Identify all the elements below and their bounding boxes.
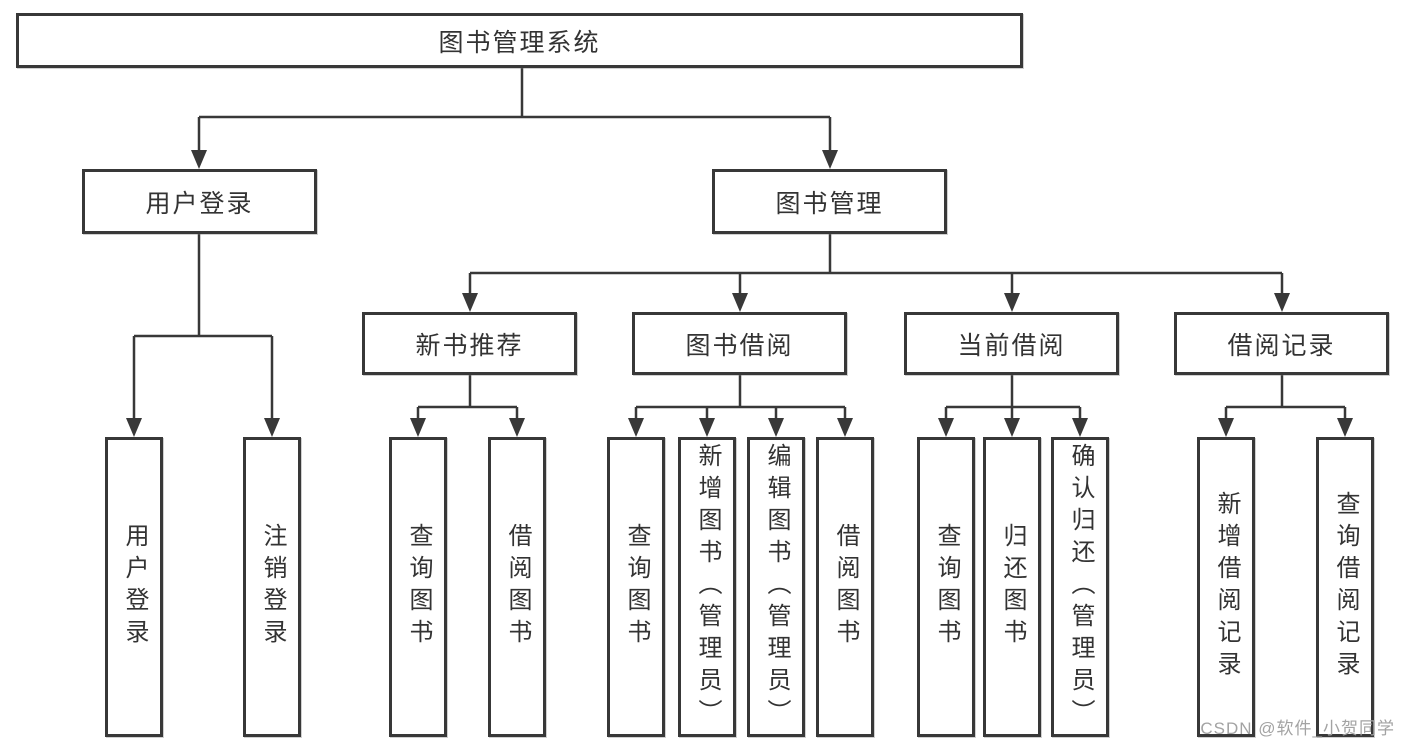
node-borrowing-records: 借阅记录 bbox=[1174, 312, 1389, 375]
leaf-return-books: 归还图书 bbox=[983, 437, 1041, 737]
arrowhead-icon bbox=[1004, 293, 1020, 312]
arrowhead-icon bbox=[1072, 418, 1088, 437]
arrowhead-icon bbox=[938, 418, 954, 437]
csdn-watermark: CSDN @软件_小贺同学 bbox=[1200, 719, 1395, 738]
node-library-management-system: 图书管理系统 bbox=[16, 13, 1023, 68]
arrowhead-icon bbox=[822, 150, 838, 169]
leaf-add-books-admin: 新增图书（管理员） bbox=[678, 437, 736, 737]
arrowhead-icon bbox=[191, 150, 207, 169]
leaf-logout: 注销登录 bbox=[243, 437, 301, 737]
leaf-user-login: 用户登录 bbox=[105, 437, 163, 737]
arrowhead-icon bbox=[732, 293, 748, 312]
arrowhead-icon bbox=[628, 418, 644, 437]
arrowhead-icon bbox=[509, 418, 525, 437]
leaf-query-books-borrowing: 查询图书 bbox=[607, 437, 665, 737]
arrowhead-icon bbox=[126, 418, 142, 437]
leaf-borrow-books: 借阅图书 bbox=[816, 437, 874, 737]
leaf-confirm-return-admin: 确认归还（管理员） bbox=[1051, 437, 1109, 737]
leaf-query-borrow-record: 查询借阅记录 bbox=[1316, 437, 1374, 737]
node-current-borrowing: 当前借阅 bbox=[904, 312, 1119, 375]
node-new-book-recommendation: 新书推荐 bbox=[362, 312, 577, 375]
arrowhead-icon bbox=[699, 418, 715, 437]
node-user-login: 用户登录 bbox=[82, 169, 317, 234]
leaf-borrow-books-recommend: 借阅图书 bbox=[488, 437, 546, 737]
leaf-query-books-recommend: 查询图书 bbox=[389, 437, 447, 737]
arrowhead-icon bbox=[1337, 418, 1353, 437]
arrowhead-icon bbox=[264, 418, 280, 437]
arrowhead-icon bbox=[768, 418, 784, 437]
arrowhead-icon bbox=[1218, 418, 1234, 437]
arrowhead-icon bbox=[410, 418, 426, 437]
leaf-add-borrow-record: 新增借阅记录 bbox=[1197, 437, 1255, 737]
leaf-query-books-current: 查询图书 bbox=[917, 437, 975, 737]
leaf-edit-books-admin: 编辑图书（管理员） bbox=[747, 437, 805, 737]
arrowhead-icon bbox=[462, 293, 478, 312]
node-book-borrowing: 图书借阅 bbox=[632, 312, 847, 375]
arrowhead-icon bbox=[1274, 293, 1290, 312]
arrowhead-icon bbox=[1004, 418, 1020, 437]
node-book-management: 图书管理 bbox=[712, 169, 947, 234]
arrowhead-icon bbox=[837, 418, 853, 437]
